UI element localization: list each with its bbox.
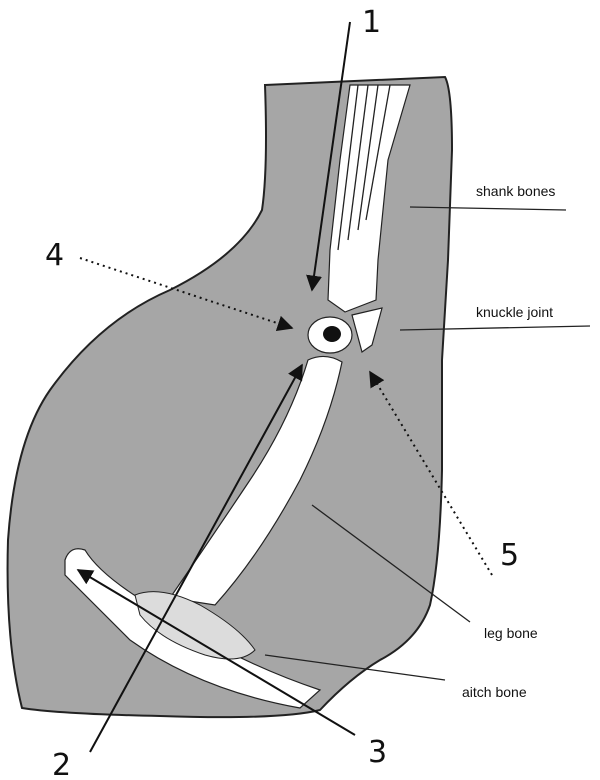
knuckle-joint	[307, 316, 353, 354]
shank-bones	[327, 84, 411, 353]
number-2: 2	[52, 748, 71, 780]
number-3: 3	[368, 735, 387, 770]
aitch-bone	[64, 548, 322, 709]
leader-leg-bone	[311, 504, 471, 623]
leader-shank-bones	[409, 206, 567, 211]
leader-aitch-bone	[264, 654, 446, 681]
arrow-1	[306, 21, 351, 292]
number-4: 4	[45, 238, 64, 273]
label-leg-bone: leg bone	[484, 625, 538, 641]
label-aitch-bone: aitch bone	[462, 684, 527, 700]
leader-knuckle-joint	[399, 325, 591, 331]
number-1: 1	[362, 5, 381, 40]
label-knuckle-joint: knuckle joint	[476, 304, 553, 320]
arrow-4	[79, 257, 294, 332]
label-shank-bones: shank bones	[476, 183, 555, 199]
arrow-2	[89, 363, 303, 753]
leg-bone	[168, 355, 343, 606]
number-5: 5	[500, 538, 519, 573]
arrow-3	[76, 569, 356, 736]
